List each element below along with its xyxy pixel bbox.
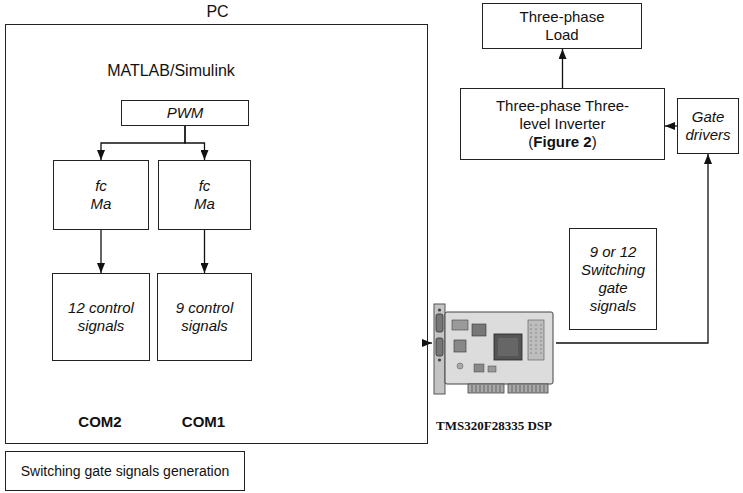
box-text: Gate drivers [681,108,735,144]
bracket: ( [528,133,533,150]
dsp-card-picture [432,300,556,405]
text-group: fc Ma [86,177,116,213]
text-group: Gate drivers [681,108,735,144]
text-group: 9 control signals [161,299,248,335]
connector-arrow [204,230,205,273]
text-group: Switching gate signals generation [21,463,230,479]
parameter-block: fc Ma [53,160,149,230]
box-text: 12 control signals [56,299,146,335]
text-group: Three-phase Three-level Inverter(Figure … [483,97,643,151]
box-text: Three-phase Three-level Inverter [483,97,643,133]
box-text: Three-phase Load [512,8,612,44]
box-text: (Figure 2) [483,133,643,151]
connector-arrow [101,126,185,160]
connector-arrow [556,154,708,343]
text-group: PWM [167,104,204,122]
box-text: fc Ma [86,177,116,213]
text-group: Three-phase Load [512,8,612,44]
driver-box: Gate drivers [677,98,739,154]
inverter-box: Three-phase Three-level Inverter(Figure … [460,88,665,160]
signal-note-box: 9 or 12 Switching gate signals [569,228,657,330]
text-group: 9 or 12 Switching gate signals [573,243,653,315]
pc-frame: PCMATLAB/SimulinkPWMfc Mafc Ma12 control… [5,24,428,444]
bracket: ) [592,133,597,150]
port-label: COM2 [52,413,148,430]
load-box: Three-phase Load [482,3,642,49]
parameter-block: fc Ma [158,160,251,230]
dsp-board: TMS320F28335 DSP [432,298,556,438]
connector-arrow [665,125,677,126]
signal-block: 9 control signals [157,273,252,361]
signal-block: 12 control signals [52,273,150,361]
text-group: fc Ma [190,177,220,213]
software-name: MATLAB/Simulink [71,61,271,80]
port-label: COM1 [157,413,250,430]
text-group: 12 control signals [56,299,146,335]
box-text: Switching gate signals generation [21,463,230,479]
connector-arrow [562,49,563,88]
figure-reference: Figure 2 [533,133,591,150]
connector-arrow [185,126,205,160]
box-text: 9 or 12 Switching gate signals [573,243,653,315]
pc-title: PC [6,2,429,21]
pwm-block: PWM [121,100,249,126]
box-text: fc Ma [190,177,220,213]
connector-arrow [428,342,432,343]
box-text: PWM [167,104,204,122]
box-text: 9 control signals [161,299,248,335]
connector-arrow [100,230,101,273]
caption-box: Switching gate signals generation [5,451,245,491]
board-name: TMS320F28335 DSP [412,418,576,434]
